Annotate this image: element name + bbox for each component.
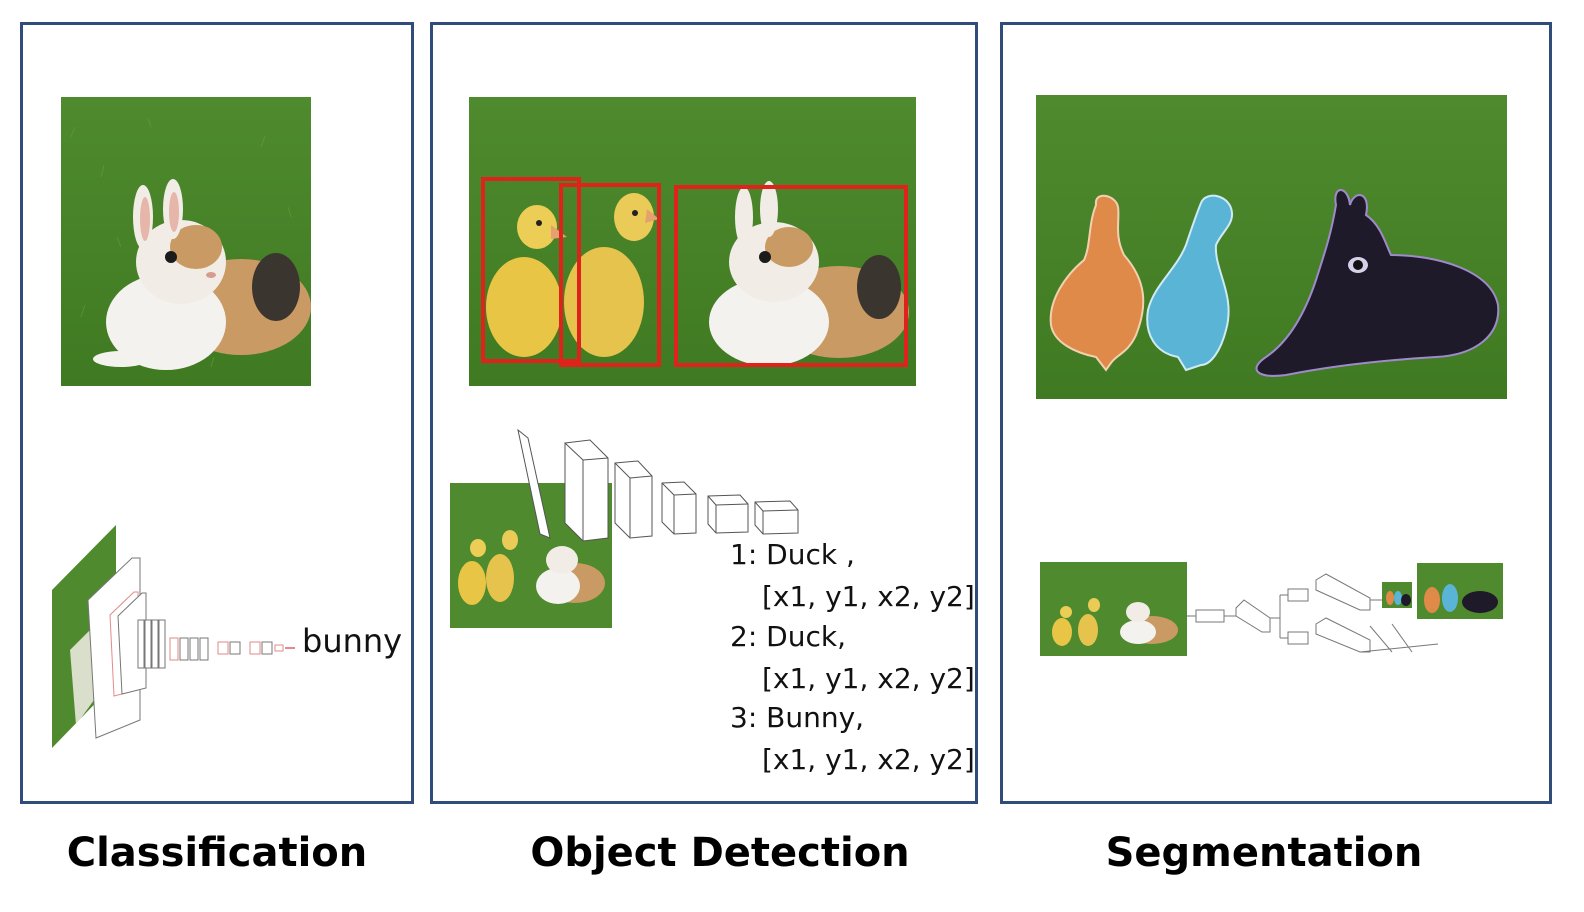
segmentation-network-diagram bbox=[1040, 560, 1504, 658]
classification-network-diagram bbox=[50, 520, 300, 752]
detection-result-1-label: 1: Duck , bbox=[730, 538, 855, 571]
detection-result-1-coords: [x1, y1, x2, y2] bbox=[762, 580, 975, 613]
detection-result-2-coords: [x1, y1, x2, y2] bbox=[762, 662, 975, 695]
detection-result-3-label: 3: Bunny, bbox=[730, 701, 865, 734]
detection-result-2-label: 2: Duck, bbox=[730, 620, 846, 653]
segmentation-photo bbox=[1036, 95, 1507, 399]
caption-classification: Classification bbox=[66, 830, 368, 876]
detection-network-diagram bbox=[450, 428, 800, 628]
bunny-photo bbox=[61, 97, 311, 386]
caption-segmentation: Segmentation bbox=[1105, 830, 1423, 876]
detection-photo bbox=[469, 97, 916, 386]
detection-result-3-coords: [x1, y1, x2, y2] bbox=[762, 743, 975, 776]
caption-object-detection: Object Detection bbox=[530, 830, 910, 876]
classification-output-label: bunny bbox=[302, 622, 403, 660]
